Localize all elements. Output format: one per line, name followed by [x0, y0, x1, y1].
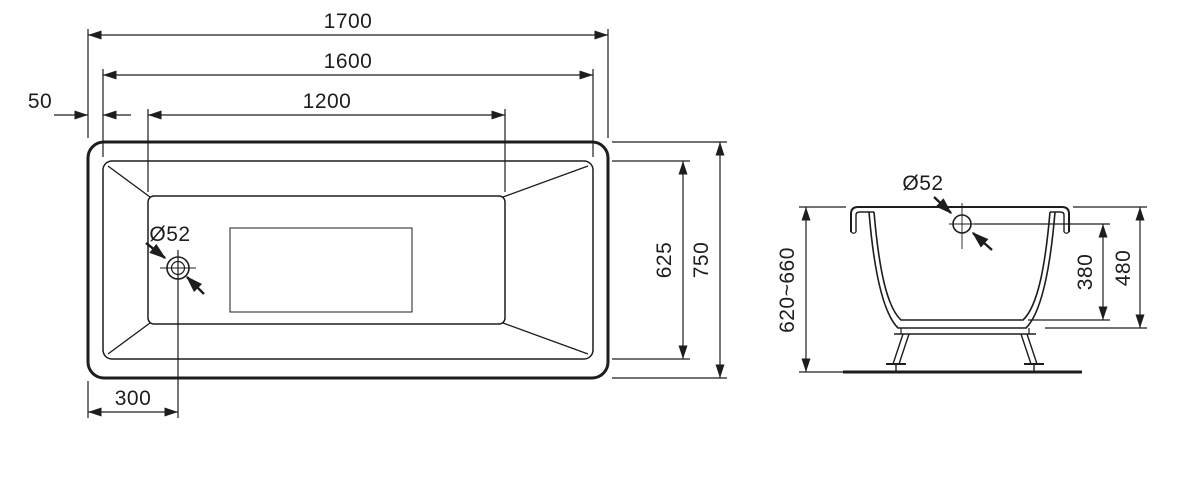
dim-label-1600: 1600	[324, 50, 373, 73]
drain-leader-arrow-1	[933, 196, 953, 214]
dim-width-inner-625: 625	[612, 160, 690, 360]
top-view: Ø52 1700 1600 1200 50 625	[28, 10, 727, 418]
rim-top-profile	[850, 206, 1070, 232]
support-legs	[886, 328, 1044, 372]
anti-slip-dot-pattern	[229, 227, 413, 313]
extension-lines	[87, 29, 609, 138]
dim-height-total-620-660: 620~660	[776, 206, 846, 373]
dim-length-floor-1200: 1200	[147, 90, 506, 192]
rim-lip-inner-right	[1050, 211, 1065, 232]
section-view: Ø52 620~660 380 480	[776, 172, 1147, 374]
shell-outer-surface	[868, 211, 1056, 329]
dim-depth-inner-380: 380	[974, 223, 1110, 321]
rail-stubs	[900, 328, 1030, 334]
right-leg	[1020, 333, 1038, 372]
dim-label-480: 480	[1112, 250, 1135, 287]
dim-rim-offset-50: 50	[28, 90, 131, 120]
overflow-drain-hole	[949, 203, 975, 249]
extension-lines	[612, 160, 690, 360]
drain-leader-arrow-1	[145, 242, 167, 259]
drain-diameter-label: Ø52	[149, 223, 190, 246]
drain-leader-arrow-2	[185, 275, 205, 295]
rim-lip-inner-left	[855, 211, 874, 232]
extension-lines	[974, 223, 1110, 321]
dim-width-total-750: 750	[612, 141, 727, 379]
drain-leader-arrow-2	[971, 232, 993, 251]
dim-label-1200: 1200	[303, 90, 352, 113]
dim-label-380: 380	[1074, 254, 1097, 291]
extension-lines	[612, 141, 727, 379]
dim-label-620-660: 620~660	[776, 247, 799, 333]
dim-label-625: 625	[653, 242, 676, 279]
tub-floor-outline	[147, 195, 506, 325]
tub-inner-rim	[102, 160, 594, 360]
extension-lines	[1045, 206, 1147, 329]
drain-diameter-label-section: Ø52	[902, 172, 943, 195]
dim-height-shell-480: 480	[1045, 206, 1147, 329]
drain-hole-centerlines	[949, 203, 975, 249]
drain-diameter-callout: Ø52	[145, 223, 205, 295]
extension-lines	[102, 69, 594, 157]
dim-label-300: 300	[115, 387, 152, 410]
drain-diameter-callout-section: Ø52	[902, 172, 993, 251]
tub-wall-corner-edges	[107, 165, 589, 355]
tub-outer-edge	[86, 140, 610, 380]
dim-drain-offset-300: 300	[87, 250, 179, 418]
dim-label-50: 50	[28, 90, 52, 113]
extension-lines	[147, 109, 506, 192]
dim-label-750: 750	[690, 242, 713, 279]
rim-lip-bottoms	[850, 231, 1070, 234]
dim-length-inner-1600: 1600	[102, 50, 594, 157]
basin-inner-surface	[873, 211, 1051, 321]
dim-length-total-1700: 1700	[87, 10, 609, 138]
dim-label-1700: 1700	[324, 10, 373, 33]
left-leg	[892, 333, 910, 372]
